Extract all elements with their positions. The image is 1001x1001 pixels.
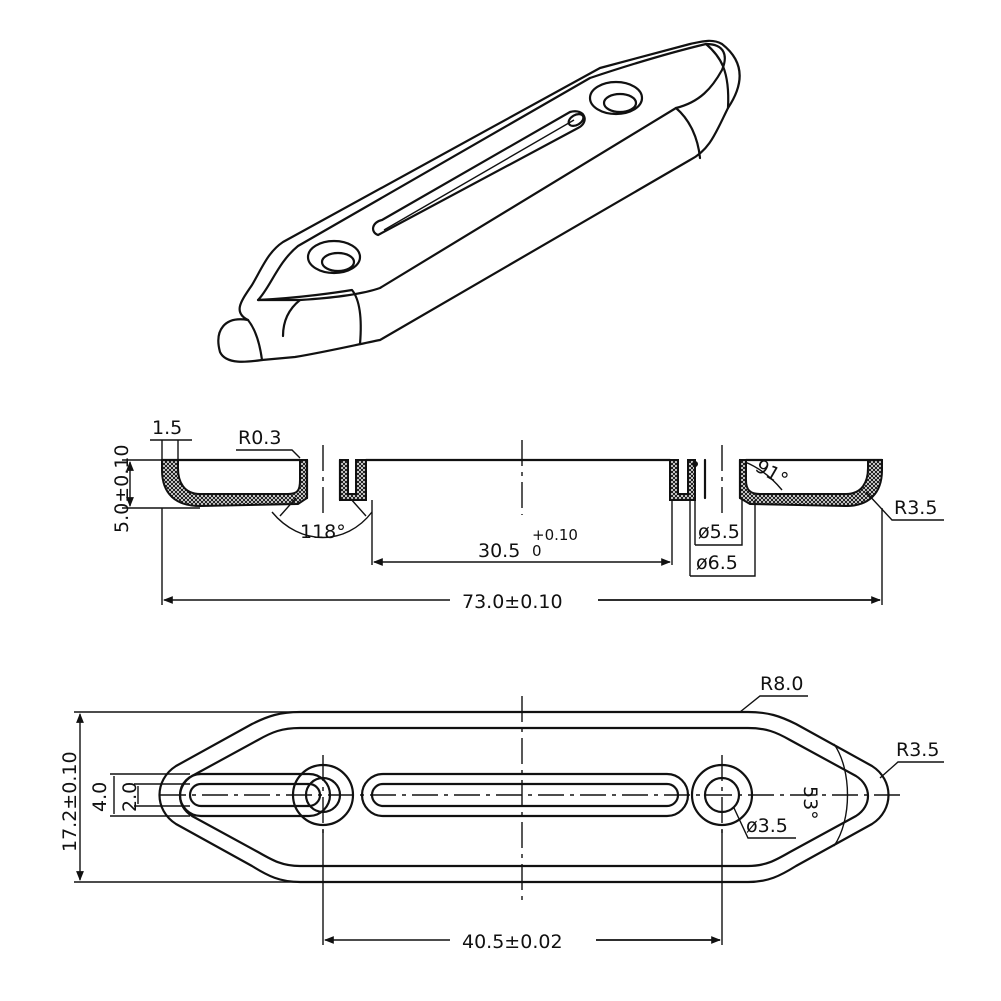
dim-hole-leader: [733, 807, 796, 839]
dim-wall: 1.5: [152, 417, 182, 439]
iso-end-left-3: [281, 298, 302, 338]
dim-slot-tol-upper: +0.10: [532, 526, 578, 544]
dim-slot-length: 30.5: [478, 540, 520, 562]
dim-hole-spacing: 40.5±0.02: [462, 931, 563, 953]
dim-bore-large-ext: [689, 500, 756, 577]
section-dot: [692, 461, 698, 467]
dim-53-arc: [833, 743, 849, 847]
section-view: 5.0±0.10 1.5 R0.3 118° 30.5 +0.10 0 91° …: [111, 417, 944, 613]
section-body: [161, 459, 308, 508]
dim-slot-ext: [371, 500, 673, 565]
dim-118-lines: [279, 497, 367, 517]
dim-bore-large: ø6.5: [696, 552, 738, 574]
dim-hole-dia: ø3.5: [746, 815, 788, 837]
dim-tip-angle: 53°: [799, 786, 821, 820]
iso-hole-right-inner: [602, 92, 638, 114]
dim-end-radius-side: R3.5: [894, 497, 937, 519]
section-hole-left: [305, 458, 342, 502]
dim-outer-radius: R8.0: [760, 673, 803, 695]
dim-wall-line: [150, 439, 192, 460]
dim-bore-small: ø5.5: [698, 521, 740, 543]
iso-hole-left-outer: [306, 239, 362, 275]
section-web-left: [339, 459, 367, 501]
isometric-view: [217, 39, 741, 363]
dim-slot-outer-width: 4.0: [89, 782, 111, 812]
section-web-right: [669, 459, 696, 501]
top-outline-outer: [158, 710, 890, 884]
dim-end-radius-top: R3.5: [896, 739, 939, 761]
dim-slot-inner-ext: [134, 783, 190, 807]
iso-slot-inner: [383, 119, 575, 231]
top-outline-inner: [178, 726, 870, 868]
section-hole-right: [703, 458, 742, 500]
dim-thickness-ext: [122, 459, 200, 509]
top-view: 17.2±0.10 4.0 2.0 R8.0 R3.5 ø3.5 53° 40.…: [59, 673, 944, 953]
dim-r8-leader: [739, 695, 808, 713]
dim-slot-inner-width: 2.0: [119, 782, 141, 812]
dim-overall-ext: [161, 508, 883, 605]
dim-r03-leader: [236, 449, 301, 459]
iso-end-right-2: [704, 42, 730, 110]
iso-end-right: [674, 106, 702, 160]
iso-end-left: [246, 318, 264, 362]
iso-outline: [217, 39, 741, 363]
dim-r35-leader: [865, 491, 944, 521]
dim-bore-small-ext: [694, 500, 743, 546]
iso-hole-right-outer: [588, 80, 644, 116]
dim-r35-top-leader: [879, 761, 944, 779]
iso-end-left-2: [256, 288, 362, 346]
dim-r03: R0.3: [238, 427, 281, 449]
iso-slot: [372, 110, 586, 237]
dim-118-arc: [271, 511, 373, 539]
iso-hole-left-inner: [320, 251, 356, 273]
dim-width: 17.2±0.10: [59, 751, 81, 852]
dim-slot-outer-ext: [110, 773, 190, 817]
dim-overall-length: 73.0±0.10: [462, 591, 563, 613]
dim-91-arc: [744, 461, 783, 491]
section-body-right: [739, 459, 883, 508]
dim-spacing-ext: [322, 830, 723, 945]
iso-slot-end: [567, 113, 585, 127]
iso-top-face: [256, 42, 726, 302]
dim-slot-tol-lower: 0: [532, 542, 542, 560]
dim-thickness: 5.0±0.10: [111, 445, 133, 533]
dim-width-ext: [74, 711, 300, 883]
dim-countersink-angle: 118°: [300, 521, 346, 543]
